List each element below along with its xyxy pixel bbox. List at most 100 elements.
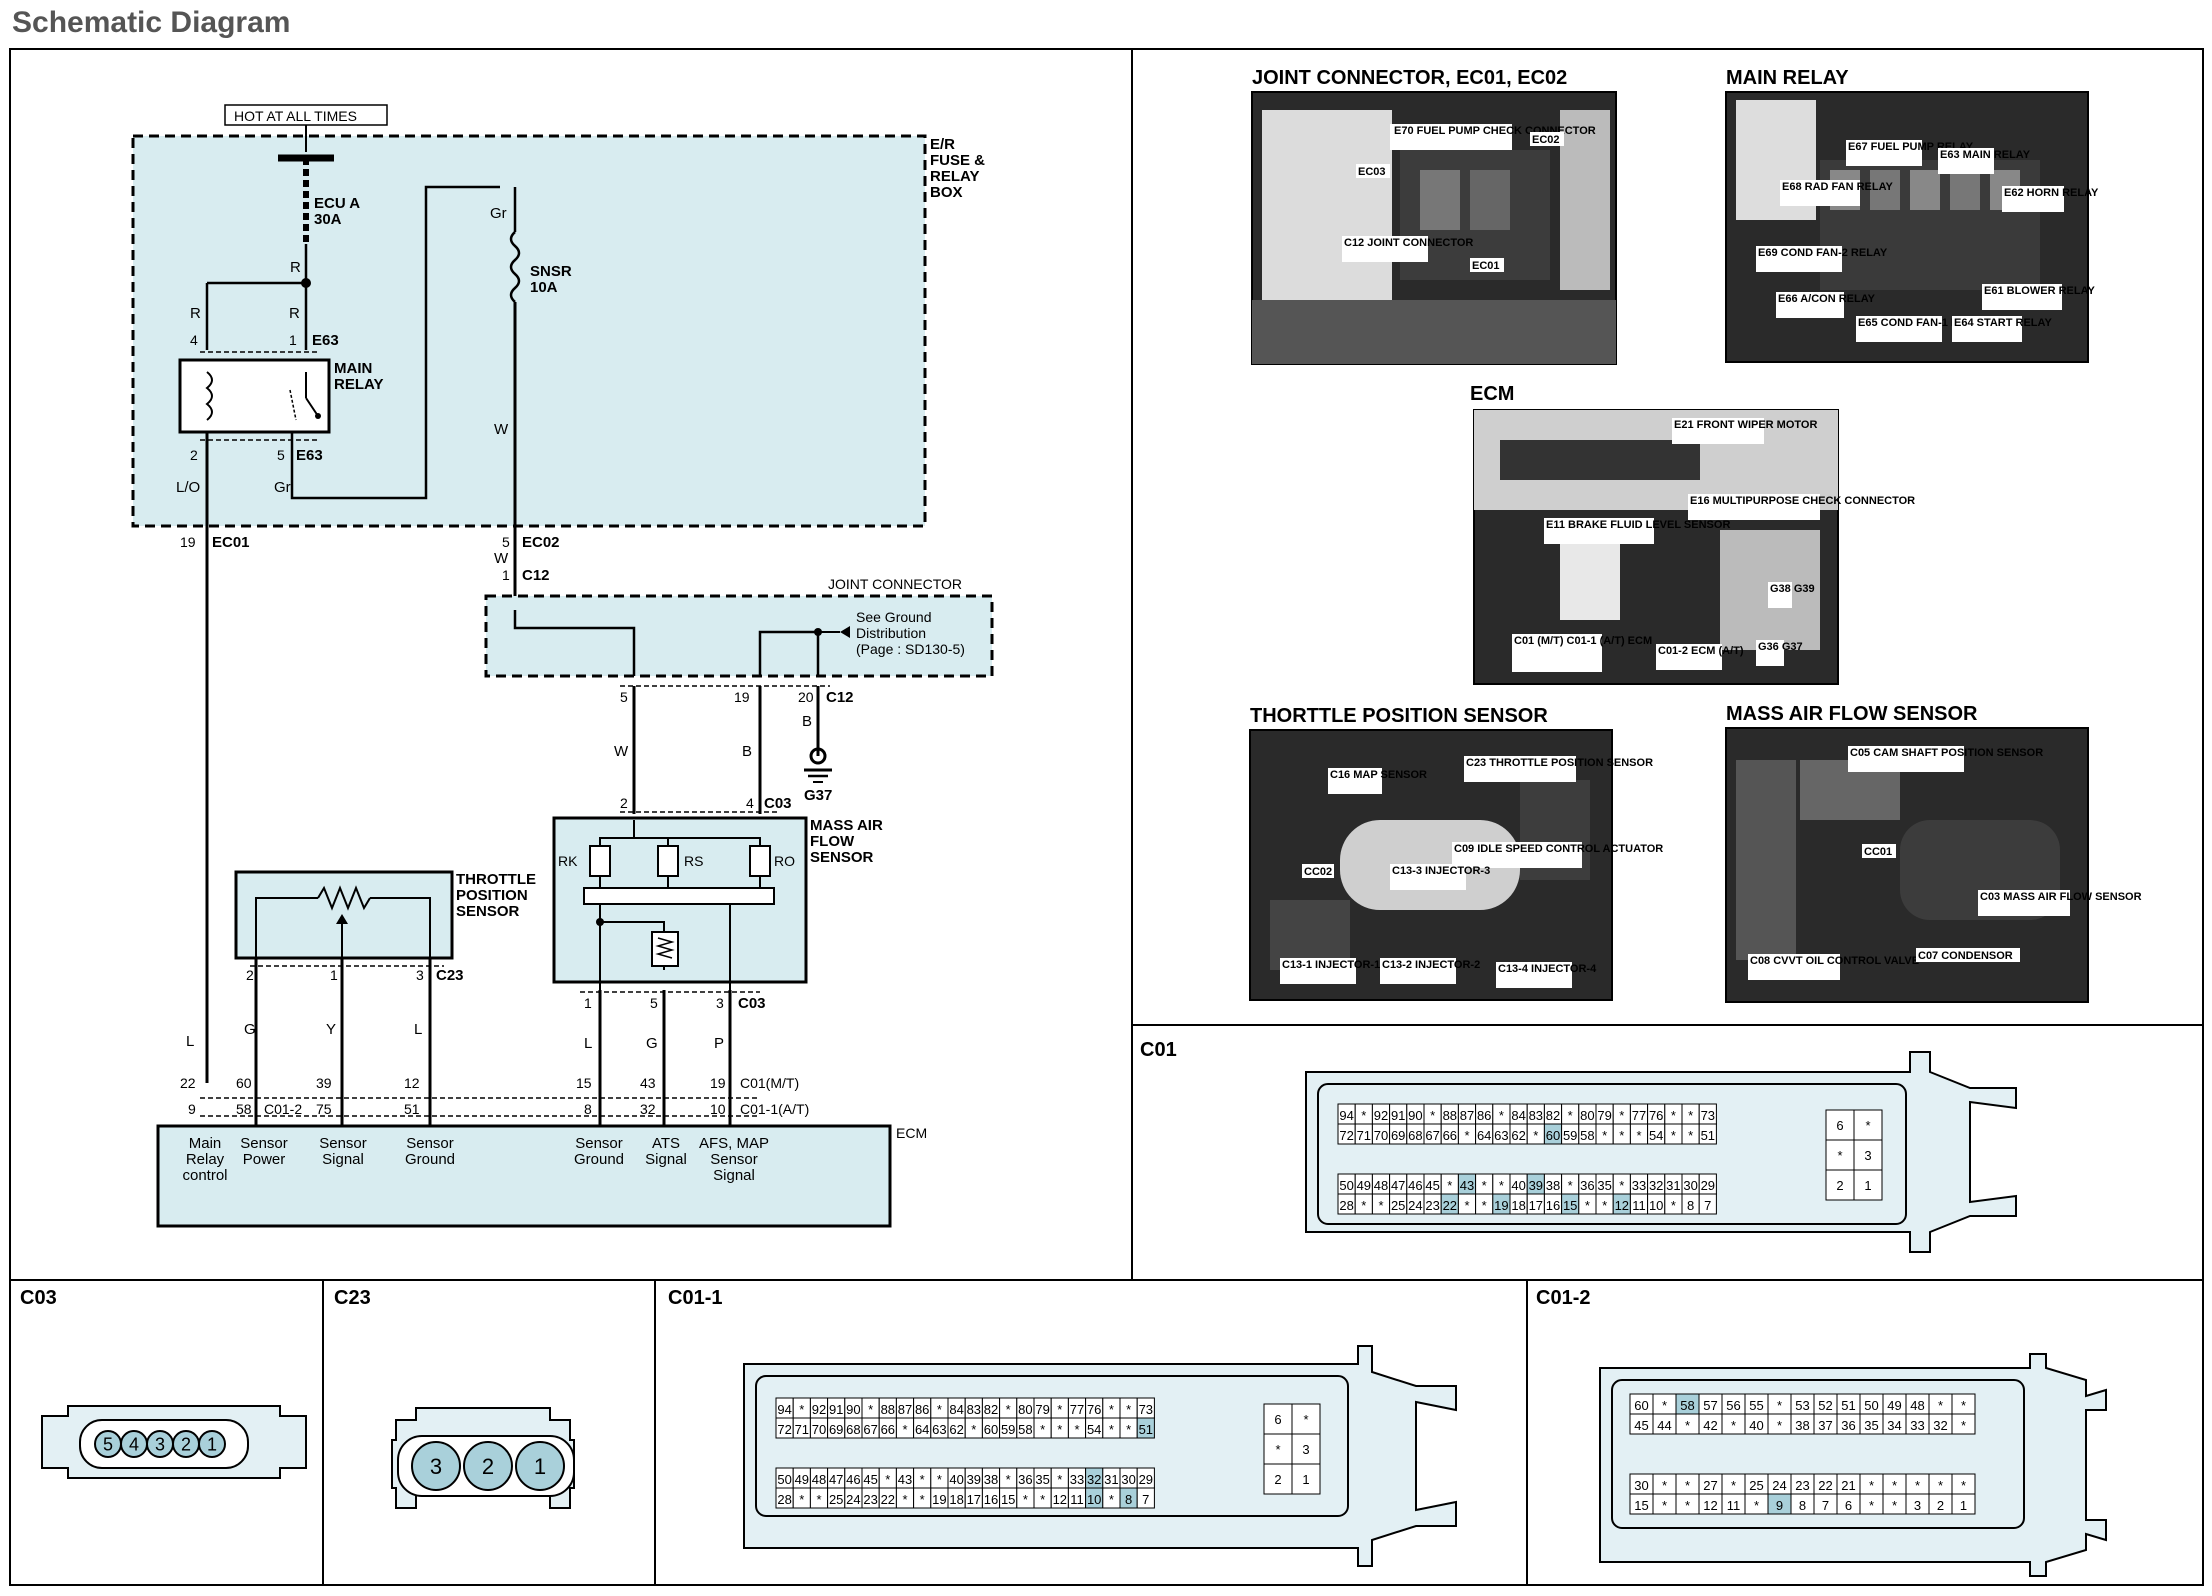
svg-text:C23 THROTTLE POSITION SENSOR: C23 THROTTLE POSITION SENSOR bbox=[1466, 757, 1653, 769]
svg-text:E69 COND FAN-2 RELAY: E69 COND FAN-2 RELAY bbox=[1758, 247, 1888, 259]
pin-label: 72 bbox=[1339, 1128, 1353, 1143]
pin-label: * bbox=[1777, 1398, 1782, 1413]
svg-text:60: 60 bbox=[236, 1075, 252, 1091]
pin-label: 43 bbox=[1460, 1178, 1474, 1193]
svg-text:EC01: EC01 bbox=[1472, 260, 1500, 272]
pin-label: 66 bbox=[881, 1422, 895, 1437]
pin-label: 10 bbox=[1649, 1198, 1663, 1213]
pin-label: 51 bbox=[1841, 1398, 1855, 1413]
svg-text:AFS, MAP: AFS, MAP bbox=[699, 1135, 769, 1152]
pin-label: * bbox=[937, 1472, 942, 1487]
pin-label: * bbox=[1662, 1398, 1667, 1413]
pin-label: 90 bbox=[1408, 1108, 1422, 1123]
pin-label: * bbox=[1961, 1418, 1966, 1433]
pin-label: * bbox=[1447, 1178, 1452, 1193]
pin-label: 29 bbox=[1701, 1178, 1715, 1193]
svg-text:5: 5 bbox=[502, 534, 510, 550]
tps-label-2: POSITION bbox=[456, 887, 528, 904]
svg-text:C05 CAM SHAFT POSITION SENSOR: C05 CAM SHAFT POSITION SENSOR bbox=[1850, 747, 2043, 759]
pin-label: 46 bbox=[1408, 1178, 1422, 1193]
pin-label: 33 bbox=[1910, 1418, 1924, 1433]
pin-label: * bbox=[1126, 1402, 1131, 1417]
svg-text:2: 2 bbox=[620, 795, 628, 811]
pin-label: * bbox=[920, 1492, 925, 1507]
svg-text:E66 A/CON RELAY: E66 A/CON RELAY bbox=[1778, 293, 1876, 305]
pin-label: 83 bbox=[1529, 1108, 1543, 1123]
pin-label: 80 bbox=[1580, 1108, 1594, 1123]
pin-label: 6 bbox=[1845, 1498, 1852, 1513]
pin-label: 30 bbox=[1683, 1178, 1697, 1193]
pin-label: 83 bbox=[967, 1402, 981, 1417]
pin-label: 45 bbox=[1634, 1418, 1648, 1433]
svg-text:15: 15 bbox=[576, 1075, 592, 1091]
c23-label: C23 bbox=[334, 1287, 371, 1309]
svg-text:L: L bbox=[186, 1033, 194, 1050]
svg-text:2: 2 bbox=[246, 967, 254, 983]
pin-label: 11 bbox=[1070, 1492, 1084, 1507]
pin-label: 42 bbox=[1703, 1418, 1717, 1433]
svg-text:G: G bbox=[646, 1035, 658, 1052]
pin-label: * bbox=[1619, 1108, 1624, 1123]
pin-label: 23 bbox=[1425, 1198, 1439, 1213]
pin-label: * bbox=[1685, 1418, 1690, 1433]
pin-label: 12 bbox=[1615, 1198, 1629, 1213]
pin-label: 28 bbox=[777, 1492, 791, 1507]
pin-label: 22 bbox=[1818, 1478, 1832, 1493]
pin-label: 69 bbox=[1391, 1128, 1405, 1143]
pin-label: * bbox=[1892, 1478, 1897, 1493]
pin-label: 33 bbox=[1070, 1472, 1084, 1487]
pin-label: 91 bbox=[1391, 1108, 1405, 1123]
pin-label: 2 bbox=[1836, 1178, 1843, 1193]
pin-label: * bbox=[1023, 1492, 1028, 1507]
pin-label: 51 bbox=[1139, 1422, 1153, 1437]
pin-label: 22 bbox=[881, 1492, 895, 1507]
pin-label: 58 bbox=[1580, 1128, 1594, 1143]
pin-label: * bbox=[1303, 1412, 1308, 1427]
c01-1-label: C01-1 bbox=[668, 1287, 722, 1309]
er-box-label-1: E/R bbox=[930, 136, 955, 153]
pin-label: * bbox=[1671, 1128, 1676, 1143]
pin-label: 68 bbox=[846, 1422, 860, 1437]
svg-text:EC02: EC02 bbox=[522, 534, 560, 551]
pin-label: 87 bbox=[898, 1402, 912, 1417]
pin-label: * bbox=[1662, 1498, 1667, 1513]
svg-text:B: B bbox=[742, 743, 752, 760]
pin-label: 58 bbox=[1018, 1422, 1032, 1437]
pin-label: 36 bbox=[1018, 1472, 1032, 1487]
pin-label: 48 bbox=[1910, 1398, 1924, 1413]
pin-label: 54 bbox=[1087, 1422, 1101, 1437]
pin-label: 48 bbox=[1374, 1178, 1388, 1193]
pin-label: * bbox=[1671, 1198, 1676, 1213]
svg-text:Ground: Ground bbox=[405, 1151, 455, 1168]
pin-label: * bbox=[1482, 1198, 1487, 1213]
pin-label: 63 bbox=[932, 1422, 946, 1437]
er-box-label-2: FUSE & bbox=[930, 152, 985, 169]
svg-text:Power: Power bbox=[243, 1151, 286, 1168]
pin-label: * bbox=[1619, 1178, 1624, 1193]
maf-label-2: FLOW bbox=[810, 833, 855, 850]
pin-label: 50 bbox=[1339, 1178, 1353, 1193]
photo-tps-title: THORTTLE POSITION SENSOR bbox=[1250, 705, 1548, 727]
pin-label: * bbox=[920, 1472, 925, 1487]
er-fuse-relay-box bbox=[131, 134, 927, 528]
svg-text:B: B bbox=[802, 713, 812, 730]
svg-text:Sensor: Sensor bbox=[319, 1135, 367, 1152]
pin-label: 30 bbox=[1634, 1478, 1648, 1493]
svg-text:Sensor: Sensor bbox=[406, 1135, 454, 1152]
pin-label: * bbox=[1685, 1478, 1690, 1493]
hot-at-all-times-label: HOT AT ALL TIMES bbox=[234, 108, 357, 124]
pin-label: * bbox=[1568, 1108, 1573, 1123]
svg-text:4: 4 bbox=[746, 795, 754, 811]
pin-label: * bbox=[1636, 1128, 1641, 1143]
pin-label: * bbox=[1869, 1478, 1874, 1493]
pin-label: * bbox=[1464, 1128, 1469, 1143]
pin-label: 24 bbox=[846, 1492, 860, 1507]
pin-label: * bbox=[1671, 1108, 1676, 1123]
pin-label: 79 bbox=[1597, 1108, 1611, 1123]
pin-label: 59 bbox=[1563, 1128, 1577, 1143]
pin-label: * bbox=[1865, 1118, 1870, 1133]
svg-text:CC01: CC01 bbox=[1864, 846, 1892, 858]
pin-label: 16 bbox=[984, 1492, 998, 1507]
